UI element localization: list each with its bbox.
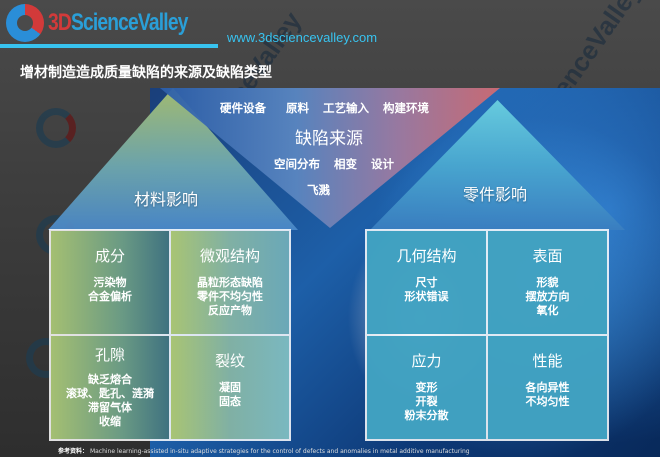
cell-geometry: 几何结构 尺寸 形状错误 bbox=[367, 231, 486, 334]
defect-sources-middle-row: 空间分布 相变 设计 bbox=[274, 156, 404, 172]
website-link[interactable]: www.3dsciencevalley.com bbox=[227, 30, 378, 45]
logo-text: 3DScienceValley bbox=[48, 9, 188, 36]
page-title: 增材制造造成质量缺陷的来源及缺陷类型 bbox=[20, 65, 272, 81]
source-item: 空间分布 bbox=[274, 157, 320, 171]
cell-composition: 成分 污染物 合金偏析 bbox=[51, 231, 169, 334]
source-item: 相变 bbox=[334, 157, 358, 171]
defect-sources-title: 缺陷来源 bbox=[295, 129, 363, 149]
watermark-logo-icon bbox=[36, 108, 76, 148]
header-divider bbox=[0, 44, 218, 48]
logo[interactable]: 3DScienceValley bbox=[6, 4, 222, 42]
source-item: 工艺输入 bbox=[323, 101, 370, 115]
cell-stress: 应力 变形 开裂 粉末分散 bbox=[367, 336, 486, 439]
source-item: 硬件设备 bbox=[220, 101, 266, 115]
defect-sources-bottom-item: 飞溅 bbox=[307, 183, 330, 197]
material-influence-grid: 成分 污染物 合金偏析 微观结构 晶粒形态缺陷 零件不均匀性 反应产物 孔隙 缺… bbox=[49, 229, 291, 441]
cell-properties: 性能 各向异性 不均匀性 bbox=[488, 336, 607, 439]
logo-icon bbox=[6, 4, 44, 42]
part-influence-grid: 几何结构 尺寸 形状错误 表面 形貌 摆放方向 氧化 应力 变形 开裂 粉末分散… bbox=[365, 229, 609, 441]
source-item: 设计 bbox=[371, 157, 395, 171]
defect-sources-top-row: 硬件设备 原料 工艺输入 构建环境 bbox=[220, 100, 439, 116]
cell-surface: 表面 形貌 摆放方向 氧化 bbox=[488, 231, 607, 334]
material-influence-title: 材料影响 bbox=[134, 190, 199, 209]
cell-microstructure: 微观结构 晶粒形态缺陷 零件不均匀性 反应产物 bbox=[171, 231, 289, 334]
source-item: 原料 bbox=[286, 101, 310, 115]
source-item: 构建环境 bbox=[383, 101, 430, 115]
part-influence-title: 零件影响 bbox=[463, 185, 528, 204]
reference-note: 参考资料： Machine learning-assisted in-situ … bbox=[58, 448, 470, 455]
cell-porosity: 孔隙 缺乏熔合 滚球、匙孔、涟漪 滞留气体 收缩 bbox=[51, 336, 169, 439]
cell-cracks: 裂纹 凝固 固态 bbox=[171, 336, 289, 439]
